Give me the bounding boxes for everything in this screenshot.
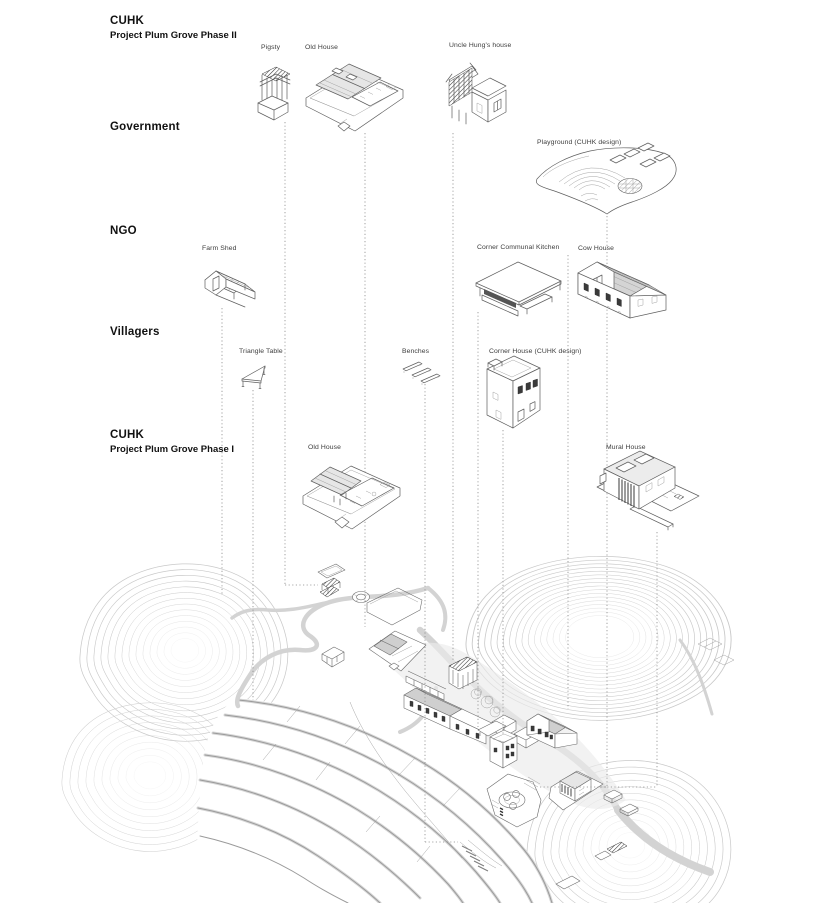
uncle-hungs-house-drawing [445,62,507,125]
label-cow-house: Cow House [578,245,615,252]
site-far-buildings [697,637,735,666]
label-corner-house: Corner House (CUHK design) [489,348,582,355]
site-uncle-hungs-house [448,656,478,690]
section-cuhk-phase1: CUHK Project Plum Grove Phase I [110,429,234,455]
section-title: Villagers [110,326,160,338]
section-subtitle: Project Plum Grove Phase I [110,444,235,455]
section-title: CUHK [110,15,145,27]
label-triangle-table: Triangle Table [239,348,283,355]
label-corner-kitchen: Corner Communal Kitchen [477,244,560,251]
mural-house-drawing [596,450,700,531]
site-old-house [368,630,427,672]
section-title: NGO [110,225,137,237]
label-playground: Playground (CUHK design) [537,139,622,146]
site-pond [317,563,346,579]
site-round-pavilion [352,591,370,603]
cow-house-drawing [577,261,667,319]
label-pigsty: Pigsty [261,44,281,51]
leader-mural-house [600,532,658,788]
label-farm-shed: Farm Shed [202,245,237,252]
section-cuhk-phase2: CUHK Project Plum Grove Phase II [110,15,237,41]
corner-house-drawing [486,355,541,429]
section-title: Government [110,121,180,133]
label-benches: Benches [402,348,430,355]
triangle-table-drawing [241,365,266,389]
site-corner-house [489,729,518,769]
site-mural-house [548,770,604,811]
leader-lines [221,122,658,843]
label-uncle-hungs: Uncle Hung's house [449,42,512,49]
old-house-phase2-drawing [305,63,404,132]
benches-drawing [402,361,441,385]
terraced-fields [196,698,554,903]
old-house-phase1-drawing [302,465,401,530]
leader-benches [424,384,458,843]
section-villagers: Villagers [110,326,160,338]
site-stairs [459,839,503,872]
corner-kitchen-drawing [475,261,562,317]
site-pigsty [319,577,341,598]
leader-pigsty [284,122,318,586]
label-old-house-1: Old House [308,444,342,451]
site-cow-house [526,713,578,749]
section-title: CUHK [110,429,145,441]
site-playground [486,773,542,828]
site-terrace-plateau [366,587,423,626]
playground-drawing [535,142,677,215]
label-mural-house: Mural House [606,444,646,451]
farm-shed-drawing [204,270,256,308]
label-old-house-2: Old House [305,44,339,51]
site-row-houses [403,687,499,745]
pigsty-drawing [257,66,291,121]
site-frame-house [321,646,345,668]
section-ngo: NGO [110,225,137,237]
leader-playground [540,216,608,788]
section-subtitle: Project Plum Grove Phase II [110,30,237,41]
site-plan [61,555,735,903]
site-shed-row [405,670,447,701]
site-outbuildings [555,789,639,890]
site-trees [470,688,501,718]
section-government: Government [110,121,180,133]
